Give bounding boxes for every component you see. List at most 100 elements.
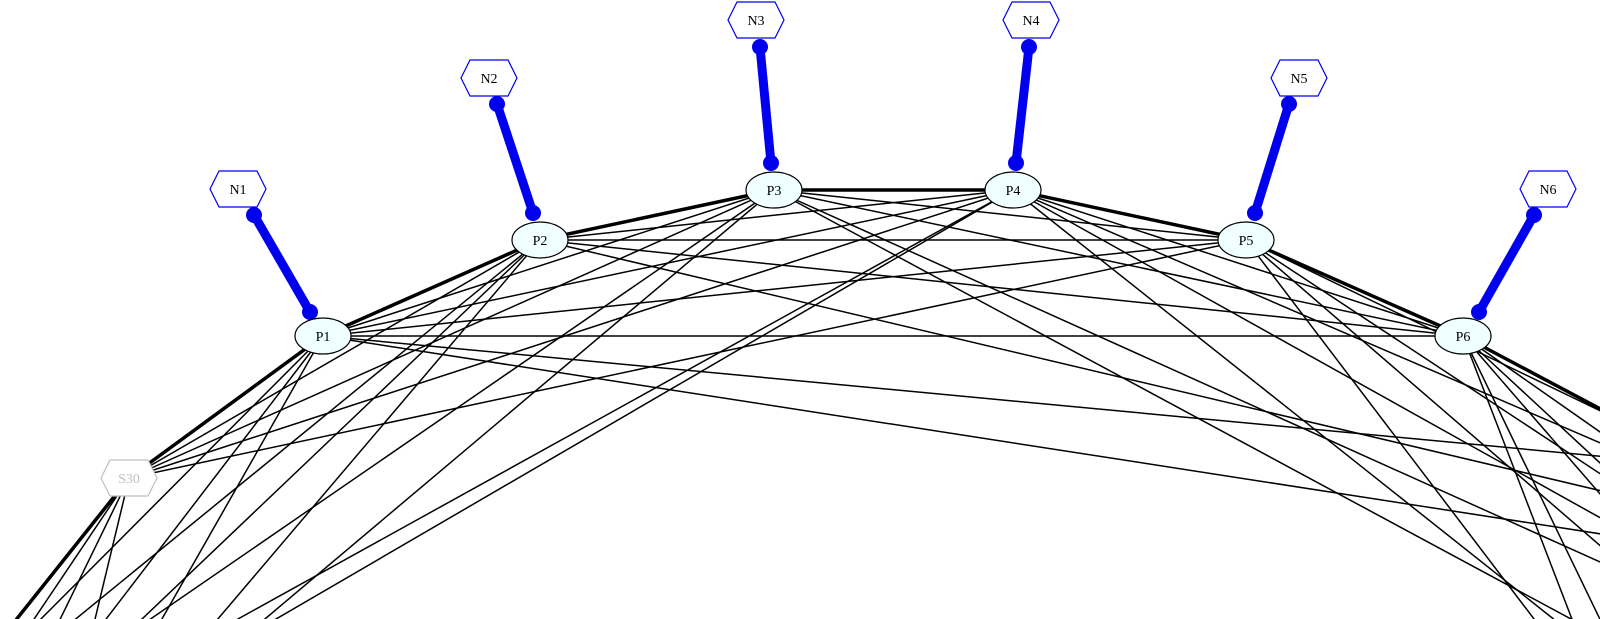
node-label-p5: P5	[1239, 234, 1254, 249]
edge-p1-oL4	[105, 335, 324, 619]
edge-p4-oR2	[1012, 189, 1600, 444]
link-end-dot	[752, 39, 768, 55]
edge-p4-oR4	[1012, 189, 1600, 519]
node-n3[interactable]: N3	[727, 1, 785, 39]
node-ellipse	[511, 221, 569, 259]
hexagon-shape	[460, 59, 518, 97]
edge-p5-oR1	[1245, 239, 1600, 412]
link-end-dot	[1021, 39, 1037, 55]
node-n2[interactable]: N2	[460, 59, 518, 97]
hexagon-shape	[1519, 170, 1577, 208]
node-label-p3: P3	[767, 184, 782, 199]
edge-s30-p2	[128, 239, 541, 479]
node-p5[interactable]: P5	[1217, 221, 1275, 259]
node-p1[interactable]: P1	[294, 317, 352, 355]
hexagon-shape	[1270, 59, 1328, 97]
heavy-edge-p6-oR1	[1462, 334, 1600, 411]
hexagon-shape	[1002, 1, 1060, 39]
node-n4[interactable]: N4	[1002, 1, 1060, 39]
link-end-dot	[1247, 205, 1263, 221]
edge-p5-oR3	[1245, 239, 1600, 475]
node-p3[interactable]: P3	[745, 171, 803, 209]
edge-p3-oL5	[149, 189, 775, 619]
node-label-n6: N6	[1539, 183, 1556, 198]
node-ellipse	[294, 317, 352, 355]
edge-s30-p4	[128, 189, 1014, 479]
node-n6[interactable]: N6	[1519, 170, 1577, 208]
node-label-s30: S30	[118, 472, 140, 487]
link-layer	[246, 39, 1542, 320]
node-p2[interactable]: P2	[511, 221, 569, 259]
link-end-dot	[525, 205, 541, 221]
edge-p2-oR3	[539, 239, 1600, 492]
node-label-n4: N4	[1022, 14, 1039, 29]
hexagon-shape	[727, 1, 785, 39]
edge-s30-p5	[128, 239, 1247, 479]
link-n2-p2	[492, 102, 538, 215]
edge-p3-oL8	[263, 189, 775, 619]
node-s30[interactable]: S30	[100, 459, 158, 497]
edge-p1-p3	[322, 189, 775, 337]
node-label-p6: P6	[1456, 330, 1471, 345]
edge-p3-oR6	[773, 189, 1573, 619]
link-n4-p4	[1011, 46, 1034, 164]
node-label-n2: N2	[480, 72, 497, 87]
node-label-n1: N1	[229, 183, 246, 198]
node-label-n5: N5	[1290, 72, 1307, 87]
link-end-dot	[1008, 155, 1024, 171]
edge-p6-oR2	[1462, 335, 1600, 433]
node-ellipse	[984, 171, 1042, 209]
hexagon-shape	[100, 459, 158, 497]
node-label-p4: P4	[1006, 184, 1021, 199]
link-end-dot	[763, 155, 779, 171]
node-ellipse	[1434, 317, 1492, 355]
node-label-p2: P2	[533, 234, 548, 249]
edge-p4-oR7	[1012, 189, 1555, 619]
node-n1[interactable]: N1	[209, 170, 267, 208]
heavy-edge-p1-p2	[322, 238, 541, 338]
node-p4[interactable]: P4	[984, 171, 1042, 209]
edge-p2-oL3	[74, 239, 541, 619]
node-ellipse	[1217, 221, 1275, 259]
edge-p2-p6	[539, 239, 1464, 337]
edge-p2-oL5	[140, 239, 541, 619]
edge-p6-oR4	[1462, 335, 1600, 496]
node-label-p1: P1	[316, 330, 331, 345]
edge-p1-p5	[322, 239, 1247, 337]
edge-p5-oR8	[1245, 239, 1535, 619]
link-end-dot	[489, 96, 505, 112]
edge-p1-oL2	[39, 335, 324, 619]
node-p6[interactable]: P6	[1434, 317, 1492, 355]
edge-p1-oR2	[322, 335, 1600, 457]
link-end-dot	[1281, 96, 1297, 112]
hexagon-shape	[209, 170, 267, 208]
edge-p4-oL7	[236, 189, 1014, 619]
heavy-edge-s30-oL1	[14, 476, 131, 619]
edge-p5-oR5	[1245, 239, 1600, 547]
heavy-edge-p2-p3	[539, 188, 775, 242]
edge-p3-p6	[773, 189, 1464, 337]
node-label-n3: N3	[747, 14, 764, 29]
edge-s30-oL4	[94, 477, 130, 619]
link-end-dot	[1471, 304, 1487, 320]
edge-p3-p5	[773, 189, 1247, 241]
edge-p2-p4	[539, 189, 1014, 241]
link-n6-p6	[1475, 212, 1538, 315]
heavy-edge-p1-s30	[127, 334, 325, 480]
edge-p1-oL6	[161, 335, 324, 619]
heavy-edge-p5-p6	[1245, 238, 1464, 338]
edge-p1-oR4	[322, 335, 1600, 535]
node-ellipse	[745, 171, 803, 209]
node-n5[interactable]: N5	[1270, 59, 1328, 97]
edge-p4-p6	[1012, 189, 1464, 337]
edge-s30-oL2	[33, 477, 130, 619]
edge-p4-oL8	[274, 189, 1014, 619]
link-end-dot	[302, 304, 318, 320]
edge-p2-oL7	[216, 239, 541, 619]
link-end-dot	[246, 207, 262, 223]
link-n3-p3	[755, 46, 776, 164]
edge-p6-oR7	[1462, 335, 1573, 619]
link-n1-p1	[250, 212, 314, 315]
